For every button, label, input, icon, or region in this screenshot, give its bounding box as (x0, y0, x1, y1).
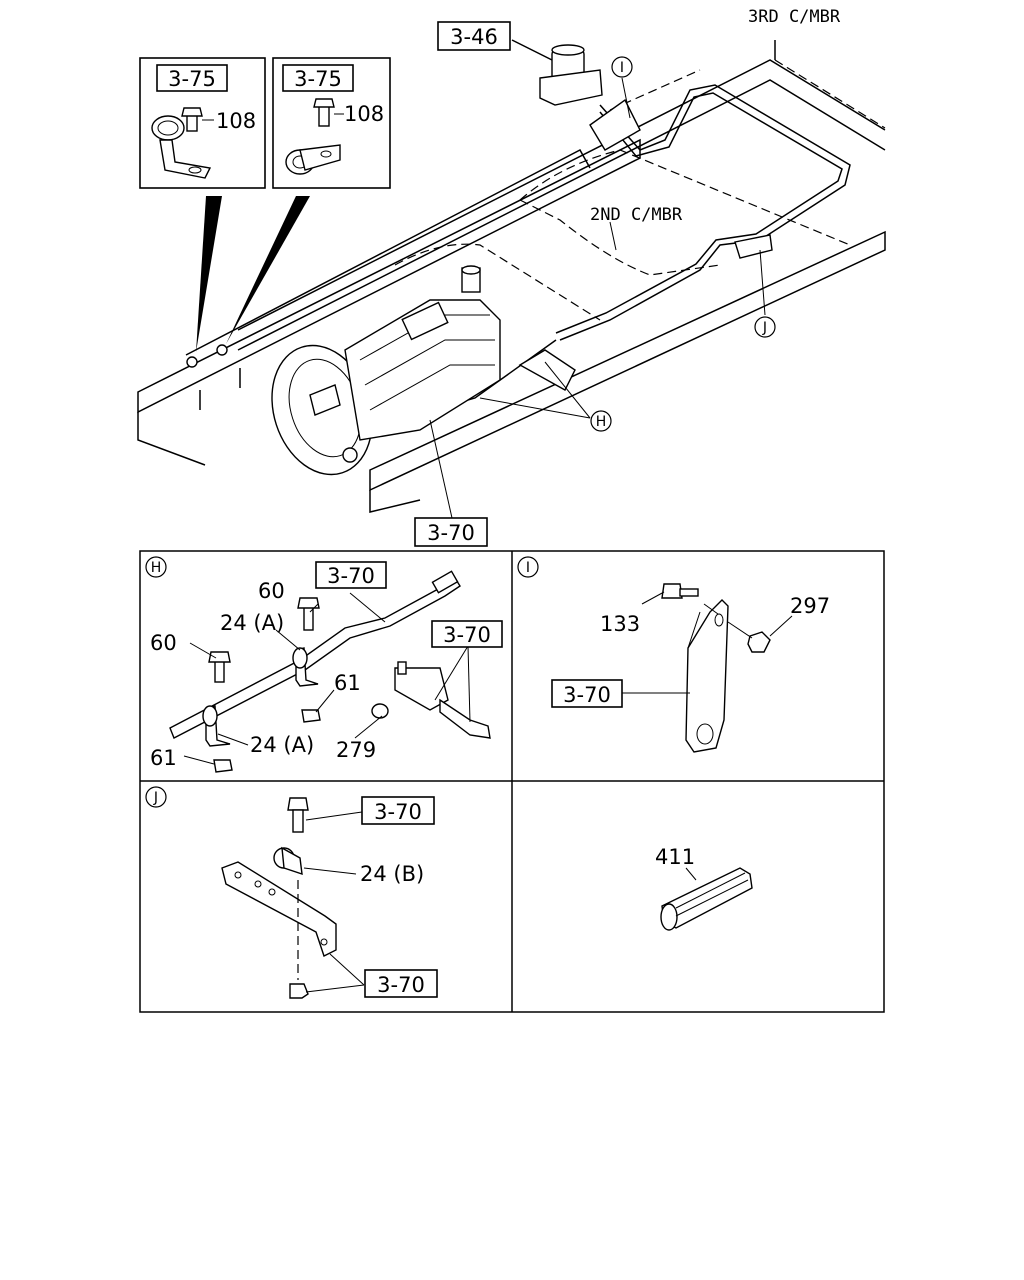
pipe-brackets (186, 98, 773, 391)
detail-i-part-133: 133 (600, 612, 640, 636)
callout-j-main: J (754, 316, 776, 338)
detail-h-part-60-top: 60 (258, 579, 285, 603)
detail-h-part-24a-top: 24 (A) (220, 611, 284, 635)
brake-pipe (439, 84, 851, 409)
ref-3-75-right-label: 3-75 (294, 67, 342, 91)
detail-h-part-61-right: 61 (334, 671, 361, 695)
ref-3-70-main-label: 3-70 (427, 521, 475, 545)
inset-leader-right (226, 196, 310, 344)
chassis-frame (137, 40, 886, 513)
detail-h-part-61-bottom: 61 (150, 746, 177, 770)
callout-i-main: I (611, 56, 633, 78)
detail-i: I 3-70 133 297 (517, 556, 830, 753)
detail-h-ref-pipe: 3-70 (327, 564, 375, 588)
bolt-108-right-label: 108 (344, 102, 384, 126)
ref-3-46-label: 3-46 (450, 25, 498, 49)
detail-i-tag: I (526, 560, 530, 576)
ref-3-70-main-box: 3-70 (414, 517, 488, 547)
detail-i-part-297: 297 (790, 594, 830, 618)
detail-grid (139, 550, 885, 1013)
detail-j-ref-bracket: 3-70 (377, 973, 425, 997)
callout-h-main: H (590, 410, 612, 432)
detail-j-tag: J (153, 790, 158, 806)
bolt-108-left-label: 108 (216, 109, 256, 133)
inset-leader-left (196, 196, 222, 352)
ref-3-75-left-label: 3-75 (168, 67, 216, 91)
detail-h-tag: H (151, 560, 162, 576)
detail-j-part-24b: 24 (B) (360, 862, 424, 886)
relay-valve (511, 39, 603, 106)
detail-h-part-24a-bottom: 24 (A) (250, 733, 314, 757)
detail-h-part-60-left: 60 (150, 631, 177, 655)
detail-411: 411 (655, 845, 753, 931)
ref-3-46-box: 3-46 (437, 21, 511, 51)
svg-text:I: I (620, 60, 624, 76)
crossmember-2nd-label: 2ND C/MBR (590, 205, 683, 225)
main-leaders (429, 77, 766, 519)
detail-h: H (145, 556, 503, 773)
detail-411-part-label: 411 (655, 845, 695, 869)
transmission (271, 265, 501, 476)
detail-j: J 3-70 3-70 24 (B) (145, 786, 438, 999)
svg-text:J: J (762, 320, 767, 336)
crossmember-3rd-label: 3RD C/MBR (748, 7, 841, 27)
detail-h-part-279: 279 (336, 738, 376, 762)
detail-i-ref-bracket: 3-70 (563, 683, 611, 707)
detail-h-ref-bracket: 3-70 (443, 623, 491, 647)
detail-j-ref-bolt: 3-70 (374, 800, 422, 824)
svg-text:H: H (596, 414, 607, 430)
inset-3-75-right: 3-75 108 (272, 57, 391, 189)
inset-3-75-left: 3-75 108 (139, 57, 266, 189)
